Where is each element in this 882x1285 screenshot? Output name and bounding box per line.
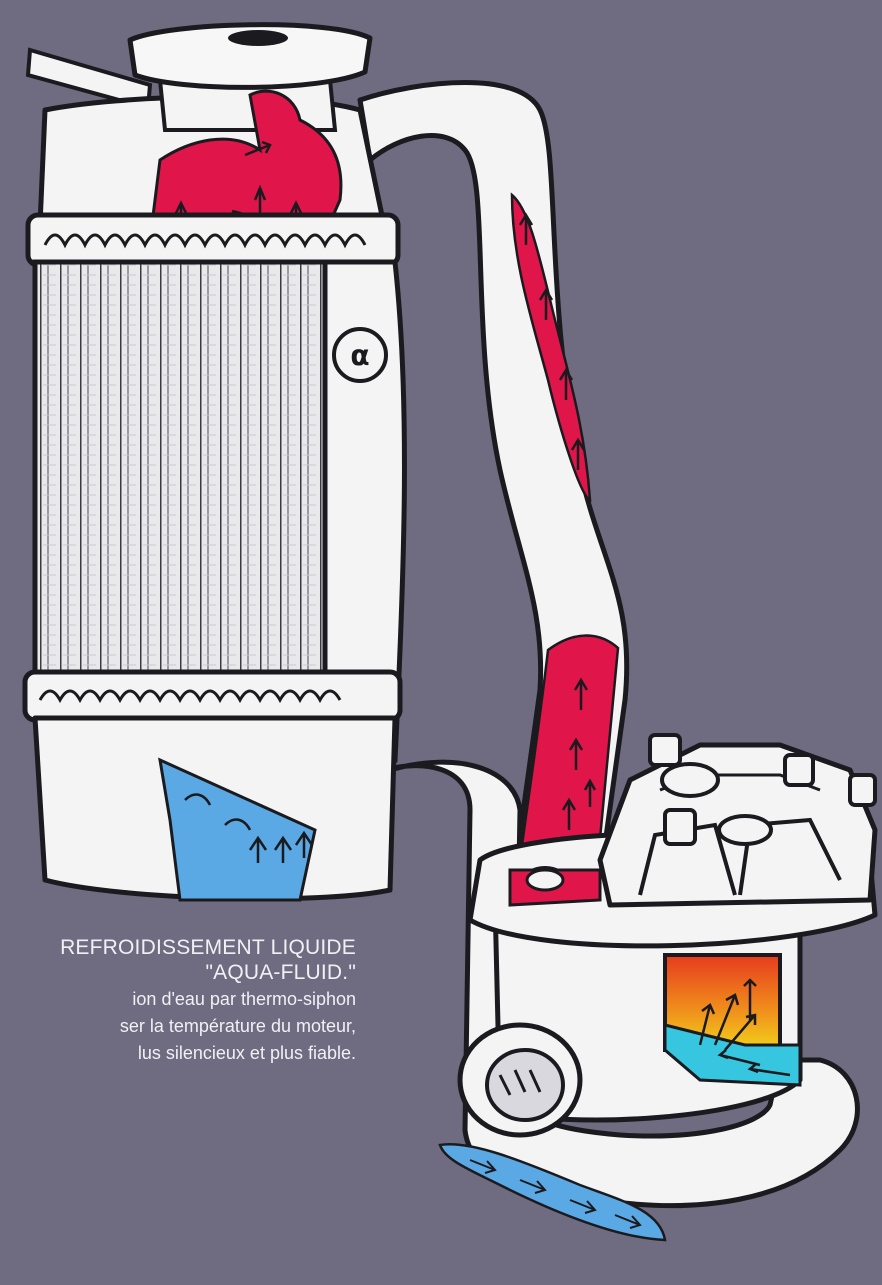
- diagram-caption: REFROIDISSEMENT LIQUIDE "AQUA-FLUID." io…: [0, 935, 356, 1066]
- radiator-badge-top-letter: α: [350, 339, 369, 372]
- caption-body-line-3: lus silencieux et plus fiable.: [0, 1041, 356, 1066]
- caption-title-line-1: REFROIDISSEMENT LIQUIDE: [0, 935, 356, 960]
- caption-body-line-1: ion d'eau par thermo-siphon: [0, 987, 356, 1012]
- radiator-core: [35, 262, 330, 682]
- radiator: α α: [25, 25, 404, 900]
- caption-body-line-2: ser la température du moteur,: [0, 1014, 356, 1039]
- caption-title-line-2: "AQUA-FLUID.": [0, 960, 356, 985]
